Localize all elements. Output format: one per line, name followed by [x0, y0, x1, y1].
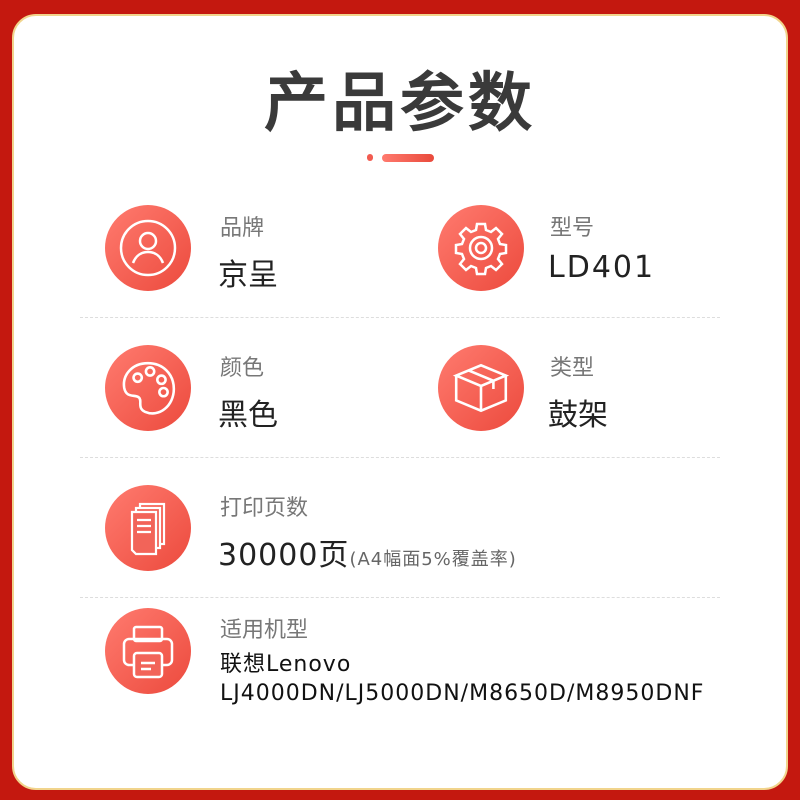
printer-icon [105, 608, 191, 694]
divider [80, 457, 720, 458]
divider [80, 597, 720, 598]
pages-note: (A4幅面5%覆盖率) [349, 549, 517, 570]
brand-value: 京呈 [218, 258, 278, 293]
model-label: 型号 [550, 216, 595, 241]
brand-label: 品牌 [220, 216, 265, 241]
type-label: 类型 [550, 356, 595, 381]
model-value: LD401 [548, 250, 656, 285]
pages-count: 30000页 [218, 538, 350, 573]
gear-icon [438, 205, 524, 291]
compatible-label: 适用机型 [220, 618, 309, 643]
title-dot [367, 154, 373, 161]
compatible-brand: 联想Lenovo [220, 652, 352, 677]
box-icon [438, 345, 524, 431]
type-value: 鼓架 [548, 398, 608, 433]
pages-label: 打印页数 [220, 496, 309, 521]
user-icon [105, 205, 191, 291]
pages-value: 30000页(A4幅面5%覆盖率) [218, 530, 517, 574]
compatible-models: LJ4000DN/LJ5000DN/M8650D/M8950DNF [220, 681, 705, 706]
title-underline [382, 154, 434, 162]
palette-icon [105, 345, 191, 431]
divider [80, 317, 720, 318]
pages-icon [105, 485, 191, 571]
color-value: 黑色 [218, 398, 278, 433]
page-title: 产品参数 [264, 67, 536, 141]
color-label: 颜色 [220, 356, 265, 381]
